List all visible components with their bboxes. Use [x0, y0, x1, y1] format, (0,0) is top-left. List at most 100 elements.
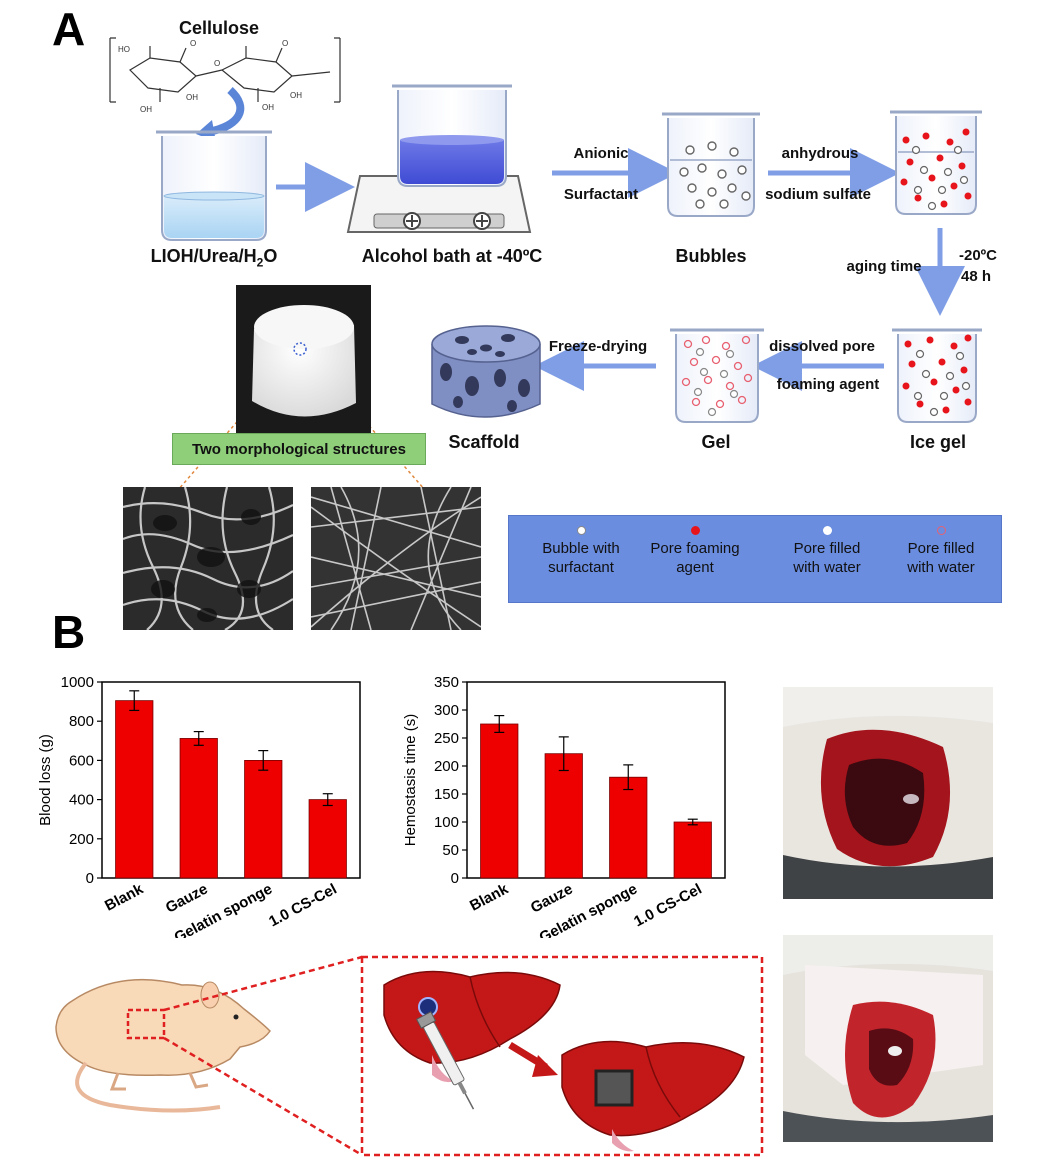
bar: [179, 738, 218, 879]
panel-label-a: A: [52, 3, 86, 55]
y-tick-label: 300: [434, 702, 459, 719]
plot-frame: [466, 681, 726, 879]
gel-beaker-icon: [670, 328, 764, 423]
sem-image-right: [311, 487, 481, 630]
bar: [480, 723, 519, 879]
sulfate-beaker-icon: [890, 110, 982, 215]
arrow-label-anionic: Anionic: [573, 145, 629, 162]
step-label-lioh: LIOH/Urea/H2O: [151, 246, 278, 270]
bar: [308, 799, 347, 879]
bar: [115, 700, 154, 879]
liver-treated-icon: [561, 1040, 745, 1152]
rat-icon: [55, 978, 271, 1113]
x-tick-label: Blank: [102, 880, 147, 914]
bar: [609, 776, 648, 879]
legend-item-bubble: Bubble with surfactant: [521, 516, 641, 577]
x-tick-label: Blank: [467, 880, 512, 914]
y-tick-label: 0: [451, 870, 459, 887]
wound-photo-before: [783, 687, 993, 899]
wound-photo-after: [783, 935, 993, 1142]
y-tick-label: 200: [434, 758, 459, 775]
legend-text-2a: Pore foaming: [650, 540, 740, 557]
y-tick-label: 400: [69, 792, 94, 809]
legend-item-foaming: Pore foaming agent: [635, 516, 755, 577]
svg-text:HO: HO: [118, 45, 130, 54]
svg-text:OH: OH: [262, 103, 274, 112]
legend-text-4a: Pore filled: [907, 540, 975, 557]
panel-label-b: B: [52, 606, 86, 658]
step-lioh-sub: 2: [256, 255, 264, 270]
legend-item-water-red: Pore filled with water: [881, 516, 1001, 577]
arrow-label-dissolved: dissolved pore: [769, 338, 875, 355]
legend-text-1b: surfactant: [548, 559, 614, 576]
legend-text-1a: Bubble with: [542, 540, 620, 557]
curved-arrow-icon: [207, 87, 245, 136]
bar: [244, 760, 283, 879]
plot-frame: [101, 681, 361, 879]
y-tick-label: 150: [434, 786, 459, 803]
svg-text:OH: OH: [186, 93, 198, 102]
legend-text-3a: Pore filled: [793, 540, 861, 557]
arrow-label-anhydrous: anhydrous: [781, 145, 859, 162]
arrow-label-foaming: foaming agent: [776, 376, 880, 393]
legend-dot-bubble: [576, 526, 586, 535]
svg-text:O: O: [190, 39, 196, 48]
step-label-alcohol: Alcohol bath at -40ºC: [361, 246, 543, 266]
y-tick-label: 0: [86, 870, 94, 887]
y-axis-label: Blood loss (g): [37, 734, 54, 826]
y-tick-label: 800: [69, 713, 94, 730]
scaffold-icon: [431, 325, 541, 418]
legend-text-3b: with water: [793, 559, 861, 576]
arrow-label-aging: aging time: [846, 258, 922, 275]
x-tick-label: Gauze: [163, 881, 211, 917]
y-tick-label: 50: [442, 842, 459, 859]
sem-image-left: [123, 487, 293, 630]
legend-dot-water-white: [822, 526, 832, 535]
step-label-gel: Gel: [701, 432, 731, 452]
x-tick-label: 1.0 CS-Cel: [631, 881, 704, 931]
sponge-photo: [236, 285, 371, 433]
svg-text:O: O: [214, 59, 220, 68]
bar: [673, 821, 712, 879]
legend-item-water-white: Pore filled with water: [767, 516, 887, 577]
bar: [544, 753, 583, 879]
y-axis-label: Hemostasis time (s): [402, 714, 419, 847]
legend-text-4b: with water: [907, 559, 975, 576]
svg-text:OH: OH: [290, 91, 302, 100]
cellulose-molecule: [109, 37, 341, 103]
rat-liver-diagram: [55, 955, 764, 1157]
bubbles-beaker-icon: [662, 112, 760, 217]
ice-gel-beaker-icon: [892, 328, 982, 423]
legend-dot-foaming: [690, 526, 700, 535]
beaker-1-icon: [156, 130, 272, 241]
step-lioh-text: LIOH/Urea/H: [150, 246, 257, 266]
liver-injury-icon: [383, 970, 561, 1110]
step-label-ice-gel: Ice gel: [909, 432, 967, 452]
arrow-label-sodium-sulfate: sodium sulfate: [765, 186, 871, 203]
y-tick-label: 100: [434, 814, 459, 831]
y-tick-label: 600: [69, 752, 94, 769]
morphology-label: Two morphological structures: [172, 433, 426, 465]
y-tick-label: 350: [434, 674, 459, 691]
arrow-label-hours: 48 h: [960, 268, 992, 285]
x-tick-label: Gauze: [528, 881, 576, 917]
step-lioh-tail: O: [263, 246, 278, 266]
legend-box: Bubble with surfactant Pore foaming agen…: [508, 515, 1002, 603]
arrow-label-freeze: Freeze-drying: [548, 338, 648, 355]
y-tick-label: 1000: [61, 674, 94, 691]
step-label-bubbles: Bubbles: [675, 246, 747, 266]
cellulose-label: Cellulose: [179, 18, 260, 38]
arrow-label-surfactant: Surfactant: [563, 186, 639, 203]
step-label-scaffold: Scaffold: [448, 432, 520, 452]
legend-text-2b: agent: [676, 559, 714, 576]
y-tick-label: 250: [434, 730, 459, 747]
hotplate-beaker-icon: [346, 84, 532, 233]
y-tick-label: 200: [69, 831, 94, 848]
svg-text:O: O: [282, 39, 288, 48]
x-tick-label: 1.0 CS-Cel: [266, 881, 339, 931]
legend-dot-water-red: [936, 526, 946, 535]
arrow-label-temp: -20ºC: [959, 247, 997, 264]
